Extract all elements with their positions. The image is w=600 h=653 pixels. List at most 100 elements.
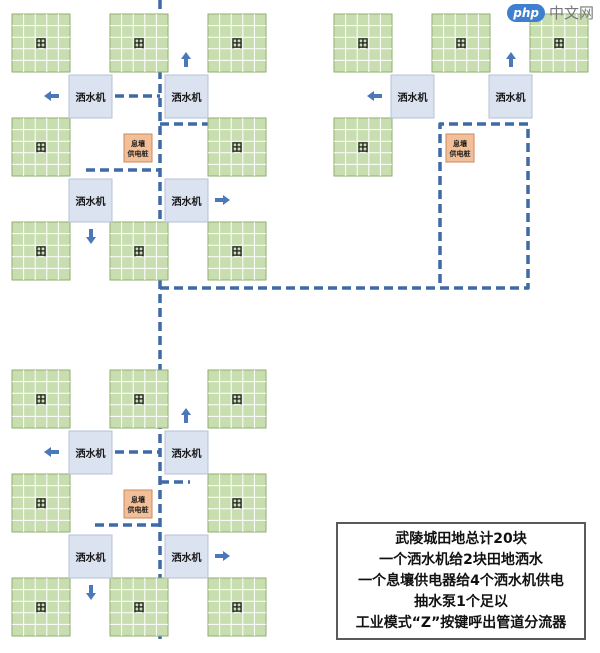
field-plot: 田 xyxy=(207,473,267,533)
note-line: 一个洒水机给2块田地洒水 xyxy=(379,551,543,568)
flow-arrow-icon xyxy=(44,447,59,457)
arrow-head xyxy=(223,551,230,561)
sprinkler-box xyxy=(390,74,435,119)
site-watermark: php 中文网 xyxy=(507,2,594,23)
pipe-segment xyxy=(160,122,530,290)
watermark-badge: php xyxy=(507,3,545,22)
field-plot-bg xyxy=(207,577,267,637)
flow-arrow-icon xyxy=(367,91,382,101)
field-plot-bg xyxy=(431,13,491,73)
generator-box xyxy=(123,489,153,519)
flow-arrow-icon xyxy=(506,52,516,67)
field-label: 田 xyxy=(456,37,467,50)
field-plot: 田 xyxy=(11,221,71,281)
sprinkler-label: 洒水机 xyxy=(172,551,202,564)
sprinkler-label: 洒水机 xyxy=(496,91,526,104)
generator-box xyxy=(123,133,153,163)
generator-box xyxy=(445,133,475,163)
field-plot-bg xyxy=(109,577,169,637)
field-plot: 田 xyxy=(11,117,71,177)
flow-arrow-icon xyxy=(86,229,96,244)
field-plot-bg xyxy=(11,13,71,73)
arrow-shaft xyxy=(89,229,93,237)
arrow-shaft xyxy=(51,450,59,454)
field-label: 田 xyxy=(232,141,243,154)
field-plot: 田 xyxy=(333,117,393,177)
flow-arrow-icon xyxy=(215,195,230,205)
field-plot-bg xyxy=(207,473,267,533)
field-label: 田 xyxy=(134,245,145,258)
sprinkler-label: 洒水机 xyxy=(172,447,202,460)
field-plot-bg xyxy=(333,117,393,177)
sprinkler-unit: 洒水机 xyxy=(68,74,113,119)
field-plot-bg xyxy=(11,117,71,177)
field-label: 田 xyxy=(232,601,243,614)
notes-box: 武陵城田地总计20块 一个洒水机给2块田地洒水 一个息壤供电器给4个洒水机供电 … xyxy=(336,522,586,640)
field-plot: 田 xyxy=(207,577,267,637)
field-label: 田 xyxy=(134,393,145,406)
field-plot-bg xyxy=(11,221,71,281)
field-label: 田 xyxy=(36,601,47,614)
generator-label: 供电桩 xyxy=(127,505,149,514)
field-label: 田 xyxy=(134,601,145,614)
arrow-head xyxy=(86,593,96,600)
sprinkler-box xyxy=(164,178,209,223)
field-label: 田 xyxy=(36,497,47,510)
arrow-shaft xyxy=(215,198,223,202)
arrow-head xyxy=(223,195,230,205)
field-plot-bg xyxy=(109,369,169,429)
sprinkler-box xyxy=(488,74,533,119)
sprinkler-unit: 洒水机 xyxy=(68,178,113,223)
generator-label: 供电桩 xyxy=(127,149,149,158)
field-plot: 田 xyxy=(109,577,169,637)
arrow-shaft xyxy=(215,554,223,558)
generator-label: 息壤 xyxy=(131,495,146,504)
sprinkler-label: 洒水机 xyxy=(398,91,428,104)
sprinkler-label: 洒水机 xyxy=(172,195,202,208)
arrow-head xyxy=(86,237,96,244)
field-plot-bg xyxy=(11,369,71,429)
field-plot: 田 xyxy=(431,13,491,73)
field-plot-bg xyxy=(333,13,393,73)
flow-arrow-icon xyxy=(44,91,59,101)
field-plot: 田 xyxy=(207,369,267,429)
field-label: 田 xyxy=(232,393,243,406)
field-layer: 田田田田田田田田田田田田田田田田田田田田 xyxy=(11,13,589,637)
field-label: 田 xyxy=(36,393,47,406)
field-plot: 田 xyxy=(11,473,71,533)
sprinkler-label: 洒水机 xyxy=(172,91,202,104)
field-plot: 田 xyxy=(529,13,589,73)
field-plot-bg xyxy=(207,221,267,281)
sprinkler-box xyxy=(68,178,113,223)
field-plot: 田 xyxy=(11,577,71,637)
sprinkler-label: 洒水机 xyxy=(76,195,106,208)
field-plot: 田 xyxy=(11,13,71,73)
sprinkler-layer: 洒水机洒水机洒水机洒水机洒水机洒水机洒水机洒水机洒水机洒水机 xyxy=(68,74,533,579)
sprinkler-unit: 洒水机 xyxy=(390,74,435,119)
sprinkler-label: 洒水机 xyxy=(76,447,106,460)
flow-arrow-icon xyxy=(181,408,191,423)
generator-label: 息壤 xyxy=(453,139,468,148)
sprinkler-unit: 洒水机 xyxy=(164,430,209,475)
field-label: 田 xyxy=(358,37,369,50)
flow-arrow-icon xyxy=(86,585,96,600)
arrow-head xyxy=(181,408,191,415)
field-label: 田 xyxy=(36,141,47,154)
sprinkler-unit: 洒水机 xyxy=(68,534,113,579)
field-plot-bg xyxy=(11,473,71,533)
arrow-shaft xyxy=(184,59,188,67)
field-plot: 田 xyxy=(207,13,267,73)
arrow-layer xyxy=(44,52,516,600)
arrow-head xyxy=(44,91,51,101)
field-plot-bg xyxy=(529,13,589,73)
sprinkler-box xyxy=(68,74,113,119)
field-plot: 田 xyxy=(109,13,169,73)
note-line: 抽水泵1个足以 xyxy=(414,593,508,610)
sprinkler-box xyxy=(68,430,113,475)
sprinkler-unit: 洒水机 xyxy=(164,534,209,579)
sprinkler-unit: 洒水机 xyxy=(488,74,533,119)
